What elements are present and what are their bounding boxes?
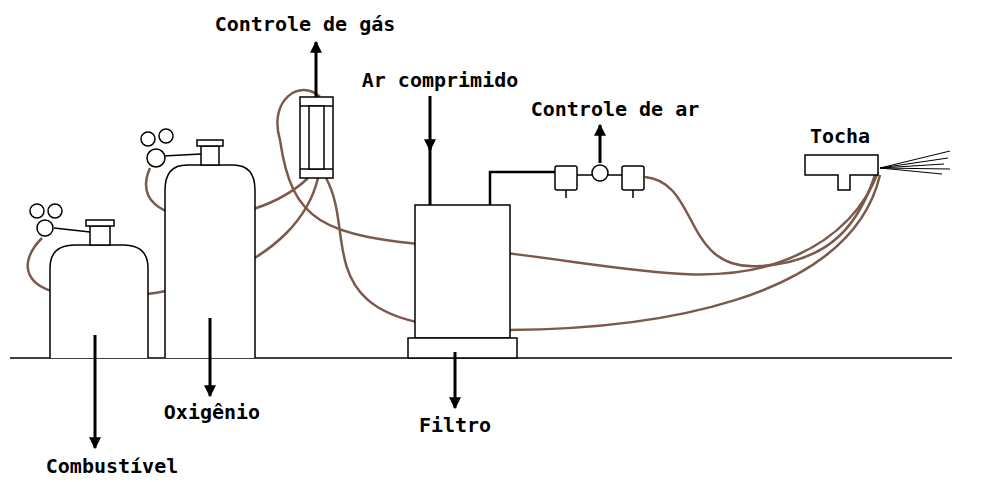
part-label: Combustível xyxy=(46,454,178,478)
part-label: Filtro xyxy=(419,413,491,437)
part-label: Tocha xyxy=(810,124,870,148)
part-label-box: Ar comprimido xyxy=(362,68,519,92)
part-label-box: Controle de gás xyxy=(215,12,396,36)
equipment xyxy=(10,97,952,358)
part-label-box: Filtro xyxy=(419,413,491,437)
part-label: Ar comprimido xyxy=(362,68,519,92)
part-label-box: Tocha xyxy=(810,124,870,148)
part-label: Controle de ar xyxy=(531,97,700,121)
leader-arrows xyxy=(95,42,600,448)
part-label-box: Controle de ar xyxy=(531,97,700,121)
part-label-box: Combustível xyxy=(46,454,178,478)
part-label: Controle de gás xyxy=(215,12,396,36)
part-label-box: Oxigênio xyxy=(164,400,260,424)
part-label: Oxigênio xyxy=(164,400,260,424)
